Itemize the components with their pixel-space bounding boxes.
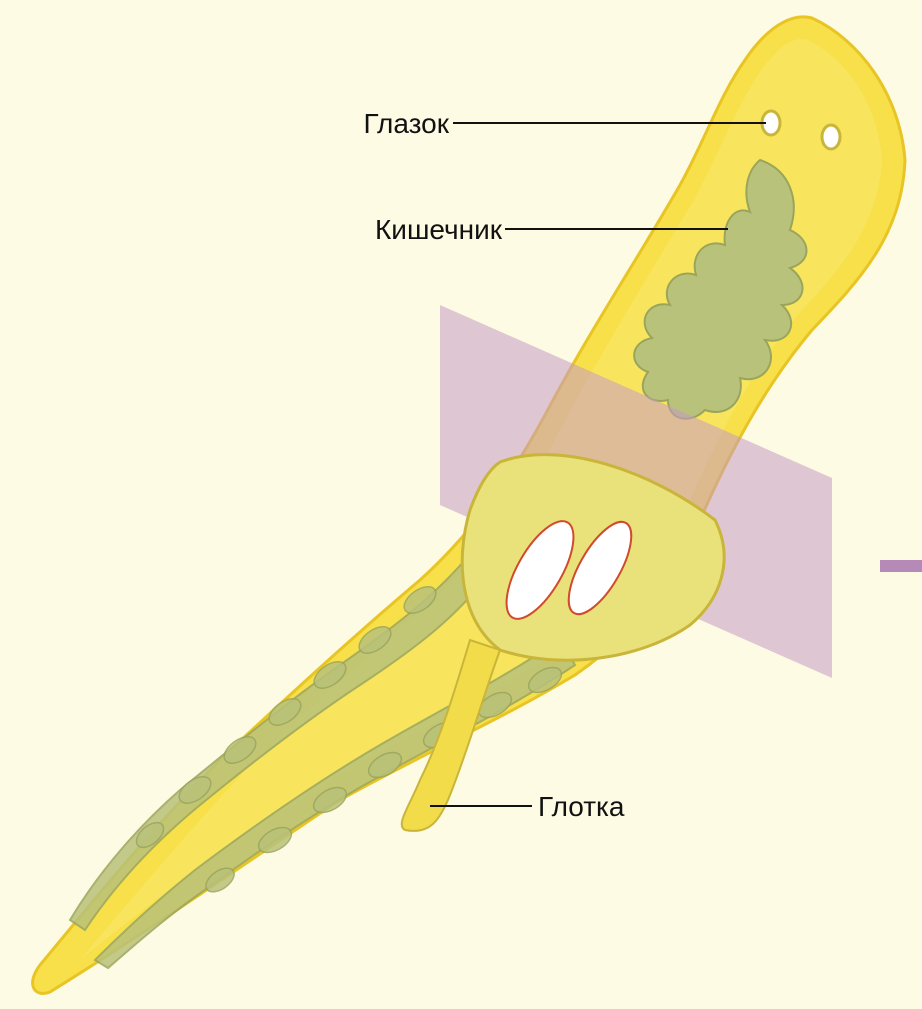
intestine-label: Кишечник [375,214,503,245]
eyespot-right [822,125,840,149]
eyespot-label: Глазок [363,108,449,139]
direction-arrow [880,560,922,572]
pharynx-label: Глотка [538,791,625,822]
